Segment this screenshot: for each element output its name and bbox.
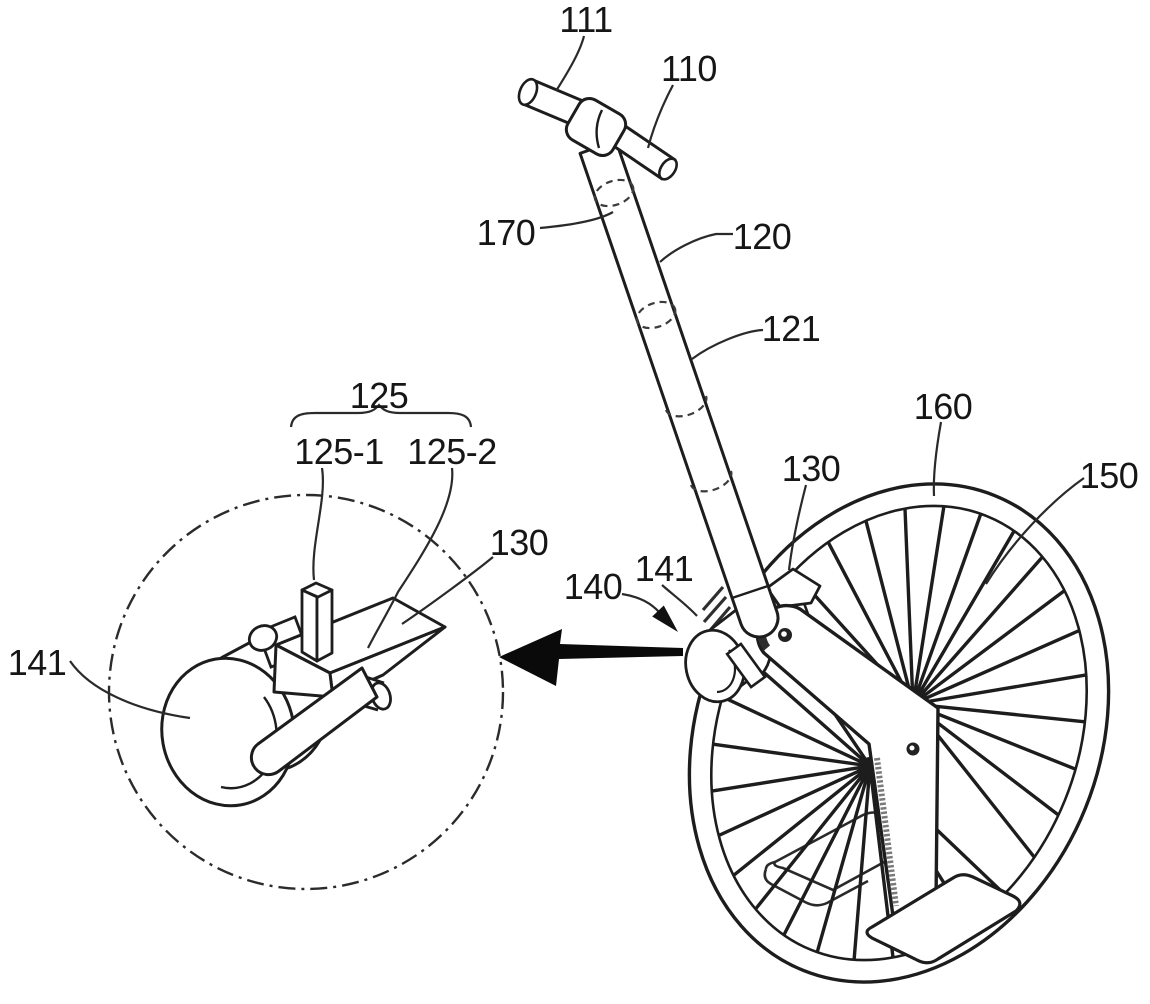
caster-fork-main	[725, 642, 767, 689]
label-141-main: 141	[635, 548, 694, 589]
frame-bolt-upper	[778, 628, 792, 642]
detail-post-top-face	[300, 581, 334, 599]
leader-120	[659, 232, 733, 263]
left-pedal-thickness-edge	[763, 868, 869, 907]
label-110: 110	[661, 48, 717, 89]
magnify-arrow	[499, 629, 683, 686]
label-125: 125	[350, 375, 409, 416]
leader-141-main	[661, 584, 698, 617]
leader-130-main	[787, 484, 808, 571]
detail-post-side-face	[315, 588, 334, 663]
leg-shading	[874, 757, 899, 907]
frame-bolt-lower	[906, 742, 920, 756]
stem-section-marks	[593, 178, 733, 493]
stem-tube	[578, 139, 780, 639]
label-130-detail: 130	[490, 522, 549, 563]
detail-yoke-boss	[247, 624, 279, 652]
right-grip-end-cap	[658, 157, 678, 181]
label-130-main: 130	[782, 448, 841, 489]
stem-sleeve-line	[731, 584, 769, 600]
stem-section-mark-3	[664, 395, 708, 418]
stem-section-mark-4	[689, 470, 733, 493]
right-pedal	[865, 873, 1022, 965]
label-125-2: 125-2	[407, 431, 497, 472]
leader-140	[621, 592, 661, 614]
wedge-bracket-main	[765, 567, 822, 609]
stem-section-mark-1	[593, 178, 635, 208]
leader-121	[691, 328, 764, 360]
detail-post	[300, 581, 334, 663]
leader-150	[985, 477, 1085, 585]
detail-post-front-face	[300, 588, 319, 663]
label-141-detail: 141	[8, 642, 67, 683]
handlebar	[517, 77, 678, 181]
stem-clamp	[564, 96, 628, 158]
detail-fork-arm-bar	[249, 666, 379, 777]
reference-labels: 111 110 170 120 121 160 130 150 140 141 …	[8, 0, 1139, 683]
bolt-upper-center	[781, 631, 787, 637]
detail-circle	[107, 493, 505, 891]
leader-130-detail	[401, 556, 494, 625]
clamp-split-line	[595, 109, 604, 149]
label-160: 160	[914, 386, 973, 427]
bolt-lower-center	[909, 745, 915, 751]
leader-125-2	[367, 467, 454, 649]
leader-lines	[69, 35, 1085, 720]
label-140: 140	[564, 566, 623, 607]
label-111: 111	[559, 0, 612, 40]
leader-125-1	[312, 467, 324, 581]
left-grip-end-cap	[517, 77, 539, 107]
leader-160	[932, 421, 943, 497]
label-150: 150	[1080, 455, 1139, 496]
leader-141-detail	[69, 660, 191, 720]
detail-view	[107, 493, 505, 891]
stem	[578, 139, 780, 639]
leader-111	[555, 35, 586, 92]
label-170: 170	[477, 212, 536, 253]
leader-110	[646, 84, 674, 149]
detail-fork-arm	[249, 666, 392, 777]
left-pedal-corner	[764, 860, 776, 870]
label-120: 120	[733, 216, 792, 257]
stem-section-mark-2	[635, 300, 677, 330]
label-125-1: 125-1	[294, 431, 384, 472]
brace-125	[289, 403, 473, 428]
leader-140-arrowhead	[652, 605, 678, 632]
leader-170	[539, 211, 614, 230]
label-121: 121	[762, 308, 821, 349]
